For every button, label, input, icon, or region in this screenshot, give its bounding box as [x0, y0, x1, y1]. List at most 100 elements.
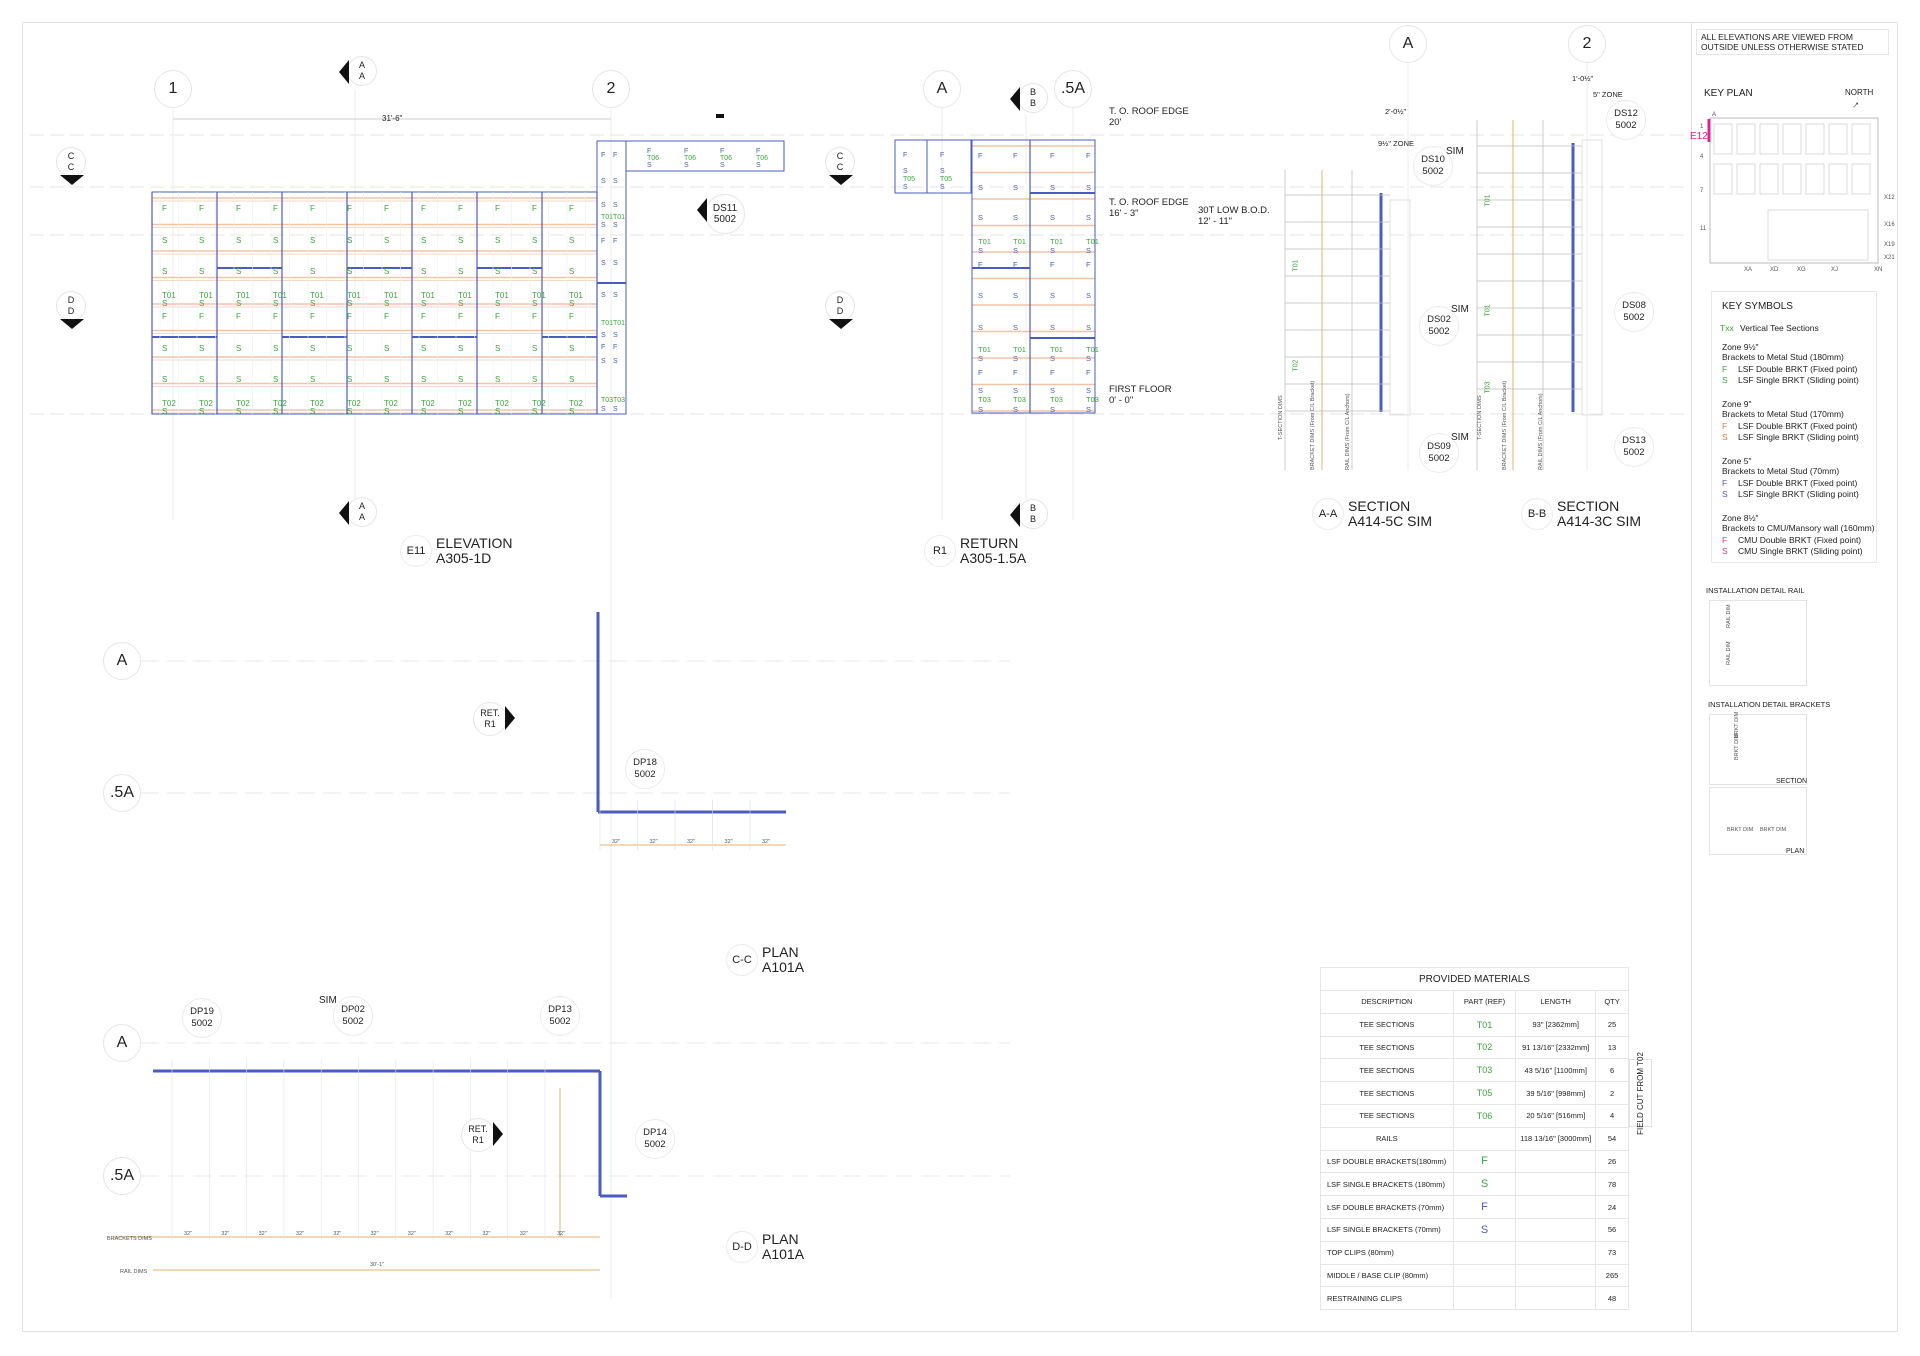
aa-rail-dims-label: RAIL DIMS (From C/L Anchors)	[1345, 393, 1351, 470]
bracket-label: F	[978, 151, 983, 160]
fixed-symbol: F	[1722, 364, 1728, 374]
row-description: TEE SECTIONS	[1320, 1058, 1454, 1083]
bracket-label: S	[236, 236, 242, 245]
bracket-label: F	[940, 152, 945, 159]
key-plan-room	[1759, 163, 1779, 195]
row-length	[1515, 1149, 1597, 1174]
bracket-label: S	[162, 344, 168, 353]
row-length	[1515, 1286, 1597, 1311]
dimension-value: 32"	[557, 1231, 566, 1237]
bracket-label: S	[199, 344, 205, 353]
bracket-label: S	[601, 292, 606, 299]
level-low-bod: 30T LOW B.O.D.12' - 11"	[1198, 205, 1270, 227]
bracket-label: S	[613, 292, 618, 299]
return-marker-plan-d[interactable]: RET.R1	[461, 1118, 503, 1152]
fixed-symbol: F	[1722, 478, 1728, 488]
row-part-ref: T05	[1452, 1081, 1517, 1105]
bracket-label: S	[384, 236, 390, 245]
fixed-symbol: F	[1722, 535, 1728, 545]
bracket-label: S	[569, 267, 575, 276]
bracket-label: S	[1050, 246, 1056, 255]
return-marker-plan-c[interactable]: RET.R1	[473, 702, 515, 736]
bb-tsection-dims-label: T-SECTION DIMS	[1477, 395, 1483, 440]
row-description: LSF DOUBLE BRACKETS (70mm)	[1320, 1195, 1454, 1219]
bracket-label: S	[613, 358, 618, 365]
bracket-label: T06	[756, 155, 769, 162]
sliding-symbol: S	[1722, 546, 1728, 556]
column-header: DESCRIPTION	[1320, 990, 1454, 1014]
row-description: LSF SINGLE BRACKETS (180mm)	[1320, 1172, 1454, 1197]
rail-dim-label: RAIL DIM	[1726, 641, 1732, 665]
bb-bracket-dims-label: BRACKET DIMS (From C/L Bracket)	[1502, 380, 1508, 470]
key-plan-grid-label: XA	[1744, 267, 1753, 273]
marker-text: R1	[484, 719, 496, 729]
bracket-label: T02	[569, 399, 583, 408]
zone-title: Zone 8½"	[1722, 513, 1759, 523]
title-sheet: A305-1D	[436, 550, 492, 566]
fixed-description: LSF Double BRKT (Fixed point)	[1738, 421, 1858, 431]
dimension-value: 32"	[258, 1231, 267, 1237]
level-name: T. O. ROOF EDGE	[1109, 106, 1189, 117]
marker-letter: A	[358, 60, 365, 70]
key-plan-grid-label: XJ	[1831, 267, 1839, 273]
bracket-label: F	[720, 148, 725, 155]
callout-id: DP19	[190, 1006, 214, 1017]
bracket-label: S	[647, 162, 652, 169]
aa-zone: 9½" ZONE	[1378, 139, 1415, 148]
bracket-label: S	[532, 375, 538, 384]
bracket-label: F	[199, 204, 204, 213]
bracket-label: S	[310, 236, 316, 245]
marker-letter: D	[67, 295, 75, 305]
zone-description: Brackets to CMU/Mansory wall (160mm)	[1722, 523, 1875, 533]
bracket-label: S	[940, 184, 945, 191]
bracket-label: S	[347, 267, 353, 276]
row-qty: 6	[1595, 1058, 1629, 1083]
key-plan-room	[1828, 123, 1848, 155]
row-description: TEE SECTIONS	[1320, 1103, 1454, 1128]
bracket-label: S	[310, 407, 316, 416]
title-code: A-A	[1312, 498, 1344, 530]
bracket-label: S	[347, 236, 353, 245]
callout-sheet: 5002	[191, 1018, 213, 1029]
bracket-label: F	[1013, 368, 1018, 377]
grid-bubble-section-2: 2	[1568, 25, 1606, 63]
bracket-label: F	[421, 312, 426, 321]
bracket-label: S	[601, 260, 606, 267]
bracket-label: S	[273, 344, 279, 353]
row-qty: 265	[1595, 1263, 1629, 1288]
row-part-ref	[1452, 1286, 1517, 1311]
dimension-value: 32"	[407, 1231, 416, 1237]
txx-description: Vertical Tee Sections	[1740, 323, 1819, 333]
marker-letter: C	[67, 151, 75, 161]
bracket-label: S	[601, 332, 606, 339]
key-plan-marker-e12[interactable]: E12	[1690, 131, 1708, 142]
bracket-label: T02	[199, 399, 213, 408]
bracket-label: S	[162, 407, 168, 416]
row-description: TOP CLIPS (80mm)	[1320, 1240, 1454, 1265]
sliding-symbol: S	[1722, 432, 1728, 442]
bracket-label: S	[601, 406, 606, 413]
